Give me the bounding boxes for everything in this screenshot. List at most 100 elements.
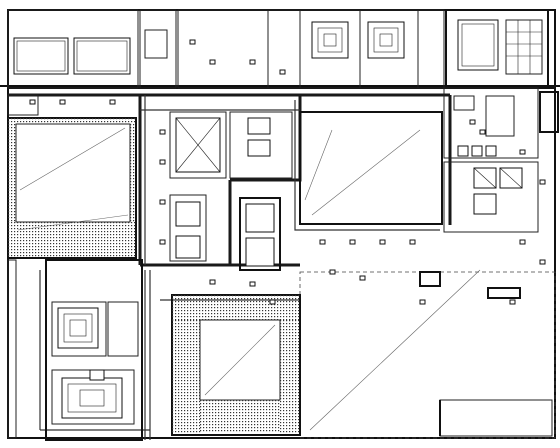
hatch-dot xyxy=(257,400,259,402)
hatch-dot xyxy=(289,389,291,391)
hatch-dot xyxy=(203,400,205,402)
hatch-dot xyxy=(17,252,19,254)
hatch-dot xyxy=(283,374,285,376)
hatch-dot xyxy=(184,316,186,318)
hatch-dot xyxy=(8,208,10,210)
hatch-dot xyxy=(286,371,288,373)
hatch-dot xyxy=(295,344,297,346)
hatch-dot xyxy=(175,374,177,376)
diffuser-mark xyxy=(209,279,216,285)
hatch-dot xyxy=(11,130,13,132)
hatch-dot xyxy=(181,298,183,300)
hatch-dot xyxy=(14,184,16,186)
hatch-dot xyxy=(236,430,238,432)
hatch-dot xyxy=(248,409,250,411)
hatch-dot xyxy=(56,252,58,254)
hatch-dot xyxy=(107,228,109,230)
hatch-dot xyxy=(181,422,183,424)
hatch-dot xyxy=(242,412,244,414)
hatch-dot xyxy=(125,243,127,245)
hatch-dot xyxy=(130,124,132,126)
hatch-dot xyxy=(193,392,195,394)
hatch-dot xyxy=(175,329,177,331)
hatch-dot xyxy=(196,398,198,400)
hatch-dot xyxy=(8,181,10,183)
hatch-dot xyxy=(238,310,240,312)
hatch-dot xyxy=(263,418,265,420)
hatch-dot xyxy=(262,310,264,312)
hatch-dot xyxy=(104,118,106,120)
hatch-dot xyxy=(227,424,229,426)
hatch-dot xyxy=(14,157,16,159)
hatch-dot xyxy=(280,425,282,427)
hatch-dot xyxy=(190,323,192,325)
hatch-dot xyxy=(53,121,55,123)
hatch-dot xyxy=(172,310,174,312)
hatch-dot xyxy=(95,252,97,254)
hatch-dot xyxy=(275,418,277,420)
hatch-dot xyxy=(104,237,106,239)
hatch-dot xyxy=(86,243,88,245)
right-center-hall xyxy=(299,111,443,225)
hatch-dot xyxy=(71,252,73,254)
hatch-dot xyxy=(248,430,250,432)
hatch-dot xyxy=(221,427,223,429)
hatch-dot xyxy=(50,252,52,254)
hatch-dot xyxy=(181,332,183,334)
hatch-dot xyxy=(175,419,177,421)
hatch-dot xyxy=(283,313,285,315)
hatch-dot xyxy=(286,350,288,352)
hatch-dot xyxy=(44,234,46,236)
hatch-dot xyxy=(74,240,76,242)
hatch-dot xyxy=(212,406,214,408)
hatch-dot xyxy=(190,329,192,331)
hatch-dot xyxy=(280,419,282,421)
hatch-dot xyxy=(295,365,297,367)
hatch-dot xyxy=(77,121,79,123)
hatch-dot xyxy=(175,350,177,352)
hatch-dot xyxy=(77,252,79,254)
hatch-dot xyxy=(193,428,195,430)
hatch-dot xyxy=(292,413,294,415)
hatch-dot xyxy=(89,246,91,248)
hatch-dot xyxy=(226,304,228,306)
hatch-dot xyxy=(175,310,177,312)
hatch-dot xyxy=(8,169,10,171)
hatch-dot xyxy=(178,347,180,349)
hatch-dot xyxy=(119,231,121,233)
hatch-dot xyxy=(11,121,13,123)
hatch-dot xyxy=(215,421,217,423)
hatch-dot xyxy=(220,313,222,315)
hatch-dot xyxy=(178,332,180,334)
hatch-dot xyxy=(11,237,13,239)
hatch-dot xyxy=(236,412,238,414)
hatch-dot xyxy=(44,228,46,230)
hatch-dot xyxy=(178,323,180,325)
hatch-dot xyxy=(181,347,183,349)
hatch-dot xyxy=(181,341,183,343)
hatch-dot xyxy=(41,222,43,224)
diffuser-mark xyxy=(189,39,196,45)
hatch-dot xyxy=(178,338,180,340)
hatch-dot xyxy=(184,359,186,361)
hatch-dot xyxy=(259,307,261,309)
hatch-dot xyxy=(295,389,297,391)
hatch-dot xyxy=(119,243,121,245)
hatch-dot xyxy=(50,246,52,248)
hatch-dot xyxy=(122,255,124,257)
hatch-dot xyxy=(38,228,40,230)
hatch-dot xyxy=(175,422,177,424)
hatch-dot xyxy=(62,231,64,233)
hatch-dot xyxy=(214,313,216,315)
hatch-dot xyxy=(184,341,186,343)
hatch-dot xyxy=(220,298,222,300)
hatch-dot xyxy=(227,406,229,408)
hatch-dot xyxy=(205,319,207,321)
hatch-dot xyxy=(11,243,13,245)
hatch-dot xyxy=(277,310,279,312)
hatch-dot xyxy=(283,335,285,337)
hatch-dot xyxy=(295,338,297,340)
hatch-dot xyxy=(29,243,31,245)
hatch-dot xyxy=(206,418,208,420)
hatch-dot xyxy=(232,301,234,303)
